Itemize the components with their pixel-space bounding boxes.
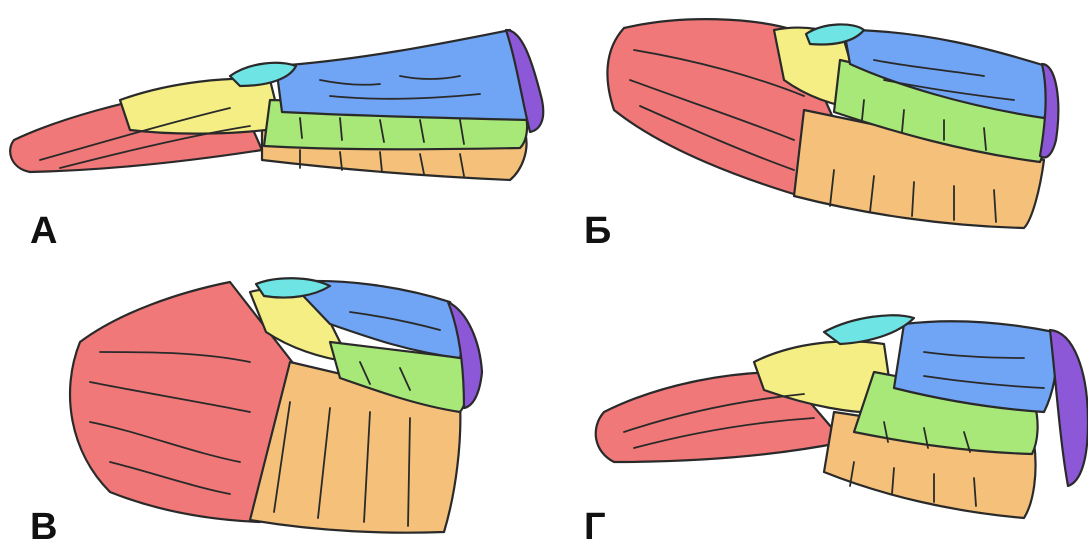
wing-panel-a: А bbox=[0, 0, 544, 272]
panel-label-v: В bbox=[30, 508, 57, 546]
lesser-coverts-a bbox=[276, 30, 534, 120]
panel-label-a: А bbox=[30, 212, 57, 250]
wing-panel-b: Б bbox=[544, 0, 1088, 272]
panel-label-b: Б bbox=[584, 212, 611, 250]
wing-illustration-b bbox=[544, 0, 1088, 272]
wing-panel-v: В bbox=[0, 272, 544, 545]
wing-illustration-g bbox=[544, 272, 1088, 545]
wing-panel-g: Г bbox=[544, 272, 1088, 545]
panel-label-g: Г bbox=[584, 508, 606, 546]
wing-illustration-v bbox=[0, 272, 544, 545]
marginal-coverts-g bbox=[1050, 330, 1088, 486]
wing-illustration-a bbox=[0, 0, 544, 272]
median-coverts-a bbox=[120, 79, 282, 134]
